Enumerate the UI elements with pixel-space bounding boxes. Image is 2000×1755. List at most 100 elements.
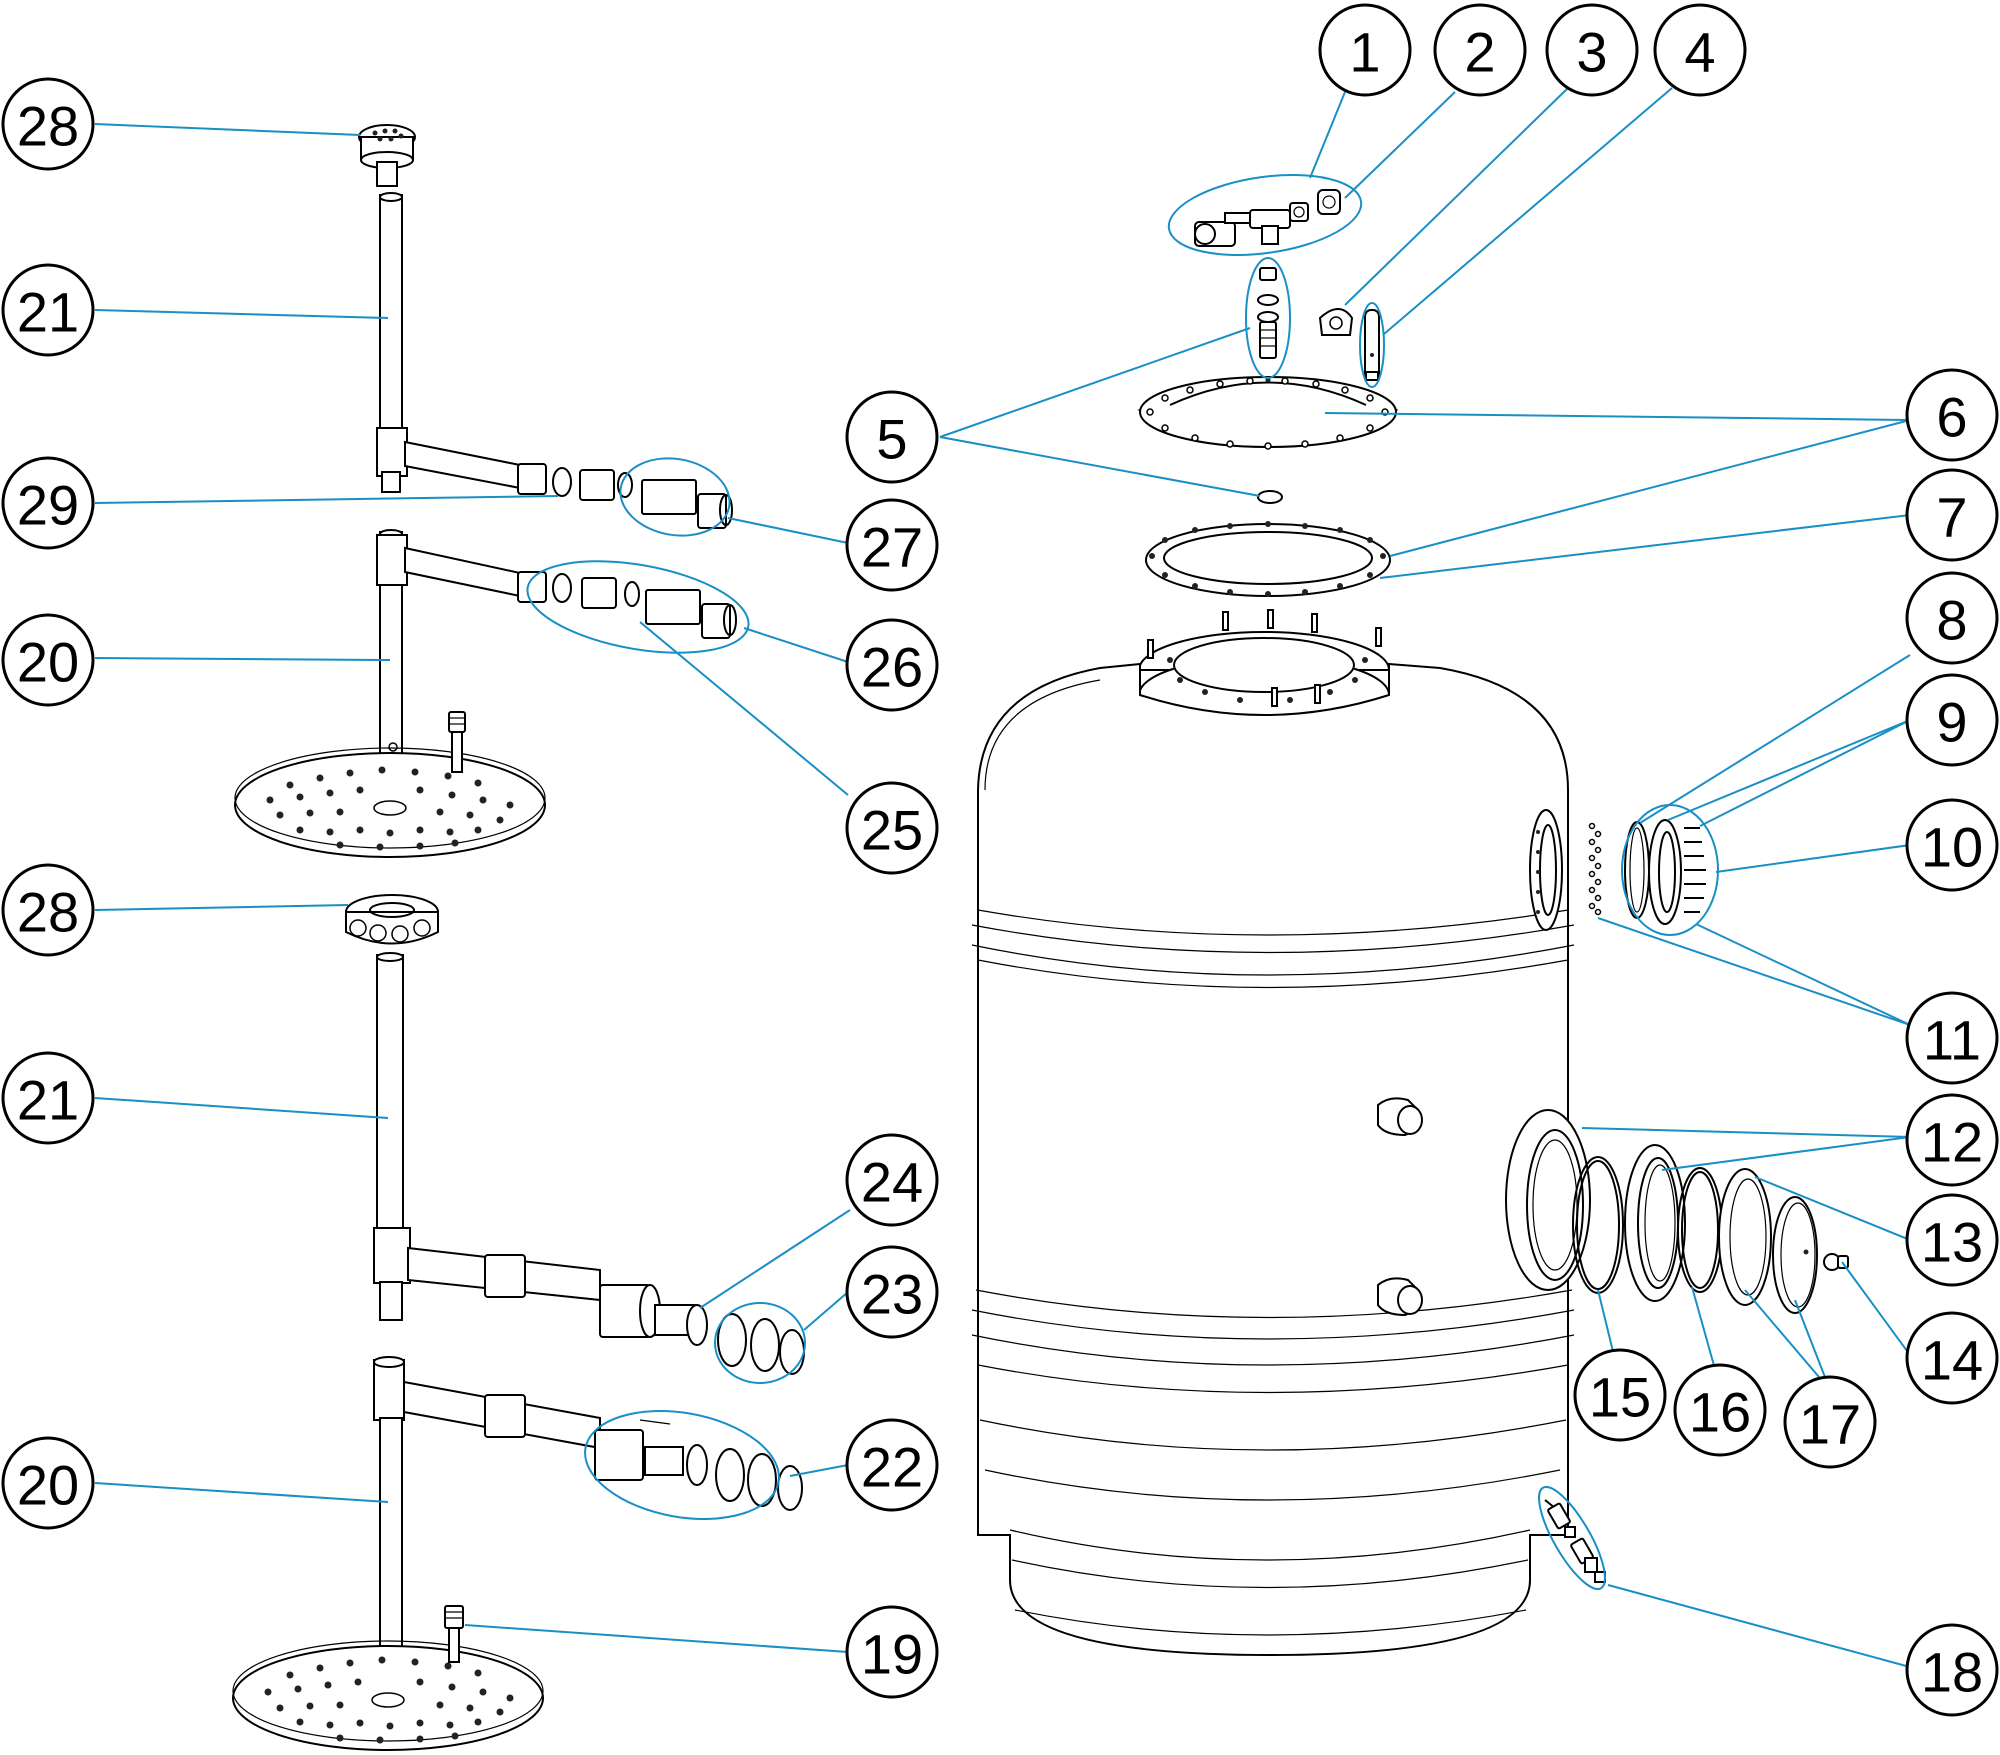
callout-6: 6: [1905, 368, 1999, 462]
callout-25: 25: [845, 781, 939, 875]
callout-20-bottom-label: 20: [17, 1454, 79, 1517]
tank-manhole: [1505, 1109, 1591, 1291]
lateral-collector-22: [403, 1380, 803, 1511]
manhole-knob-14: [1823, 1253, 1849, 1271]
callout-7: 7: [1905, 468, 1999, 562]
callout-12: 12: [1905, 1093, 1999, 1187]
callout-29-label: 29: [17, 474, 79, 537]
manhole-cover-17: [1772, 1196, 1818, 1314]
callout-9-label: 9: [1936, 691, 1967, 754]
diffuser-head-28-top: [358, 124, 416, 187]
callout-24-label: 24: [861, 1151, 923, 1214]
callout-1: 1: [1318, 3, 1412, 97]
sight-window-nuts: [1588, 822, 1602, 916]
callout-2: 2: [1433, 3, 1527, 97]
manhole-clamp-ring-13: [1718, 1168, 1772, 1306]
callout-15-label: 15: [1589, 1366, 1651, 1429]
gasket-holes: [1149, 521, 1386, 597]
lid-bolt-holes: [1146, 377, 1389, 450]
callout-13-label: 13: [1921, 1211, 1983, 1274]
callout-28-top-label: 28: [17, 95, 79, 158]
callout-4: 4: [1653, 3, 1747, 97]
vertical-pipe-20-top: [376, 529, 408, 758]
callout-22: 22: [845, 1418, 939, 1512]
tank-lid: [1137, 376, 1399, 450]
sight-window-bolts: [1684, 827, 1706, 913]
top-valve-fittings: [1194, 189, 1341, 247]
callout-26-label: 26: [861, 636, 923, 699]
plate-holes-top: [266, 766, 514, 851]
vertical-pipe-21-bottom: [376, 952, 404, 1231]
callout-25-label: 25: [861, 799, 923, 862]
lateral-collector-27: [376, 427, 733, 529]
filter-tank-body: [971, 609, 1575, 1657]
air-vent-assembly: [1257, 267, 1283, 504]
callout-19: 19: [845, 1605, 939, 1699]
callout-10: 10: [1905, 798, 1999, 892]
callout-12-label: 12: [1921, 1111, 1983, 1174]
plate-holes-bottom: [264, 1656, 514, 1744]
callout-15: 15: [1573, 1348, 1667, 1442]
callout-3: 3: [1545, 3, 1639, 97]
callout-7-label: 7: [1936, 486, 1967, 549]
callout-2-label: 2: [1464, 21, 1495, 84]
pressure-gauge-pin: [1364, 309, 1380, 381]
callout-3-label: 3: [1576, 21, 1607, 84]
drain-nozzle-bottom: [444, 1605, 464, 1663]
flange-studs: [1147, 609, 1382, 707]
callout-16: 16: [1673, 1363, 1767, 1457]
callout-21-bottom-label: 21: [17, 1069, 79, 1132]
callout-18: 18: [1905, 1623, 1999, 1717]
eye-bolt: [1318, 308, 1354, 336]
diffuser-head-holes: [372, 128, 404, 142]
drain-nozzle-top: [448, 711, 466, 773]
lateral-collector-23: [373, 1227, 805, 1375]
callout-14: 14: [1905, 1311, 1999, 1405]
callout-29: 29: [1, 456, 95, 550]
lid-gasket-ring: [1145, 521, 1391, 597]
callout-28-top: 28: [1, 77, 95, 171]
callout-20-bottom: 20: [1, 1436, 95, 1530]
callout-5-label: 5: [876, 408, 907, 471]
callout-11: 11: [1905, 991, 1999, 1085]
callout-13: 13: [1905, 1193, 1999, 1287]
vertical-pipe-21-top: [379, 192, 403, 436]
diffuser-plate-bottom: [232, 1640, 544, 1751]
callout-8-label: 8: [1936, 589, 1967, 652]
callout-8: 8: [1905, 571, 1999, 665]
callout-17: 17: [1783, 1375, 1877, 1469]
callout-21-top-label: 21: [17, 281, 79, 344]
callout-21-top: 21: [1, 263, 95, 357]
lateral-collector-26: [404, 546, 737, 639]
drain-valve-set: [1544, 1499, 1606, 1583]
callout-28-bottom-label: 28: [17, 881, 79, 944]
callout-27: 27: [845, 498, 939, 592]
callout-27-label: 27: [861, 516, 923, 579]
callout-20-top: 20: [1, 613, 95, 707]
callout-4-label: 4: [1684, 21, 1715, 84]
callout-24: 24: [845, 1133, 939, 1227]
callout-22-label: 22: [861, 1436, 923, 1499]
callout-5: 5: [845, 390, 939, 484]
callout-26: 26: [845, 618, 939, 712]
callout-6-label: 6: [1936, 386, 1967, 449]
manhole-flange-12: [1624, 1144, 1686, 1302]
callout-28-bottom: 28: [1, 863, 95, 957]
tank-sight-window: [1529, 809, 1563, 931]
diffuser-plate-top: [234, 747, 546, 858]
tank-side-nozzles: [1377, 1097, 1423, 1317]
callout-20-top-label: 20: [17, 631, 79, 694]
callout-17-label: 17: [1799, 1393, 1861, 1456]
callout-11-label: 11: [1923, 1009, 1981, 1072]
callout-10-label: 10: [1921, 816, 1983, 879]
callout-23-label: 23: [861, 1263, 923, 1326]
callout-14-label: 14: [1921, 1329, 1983, 1392]
callout-9: 9: [1905, 673, 1999, 767]
callout-1-label: 1: [1349, 21, 1380, 84]
vertical-pipe-20-bottom: [373, 1356, 405, 1649]
callout-23: 23: [845, 1245, 939, 1339]
callout-18-label: 18: [1921, 1641, 1983, 1704]
callout-19-label: 19: [861, 1623, 923, 1686]
sight-window-parts: [1624, 819, 1706, 925]
